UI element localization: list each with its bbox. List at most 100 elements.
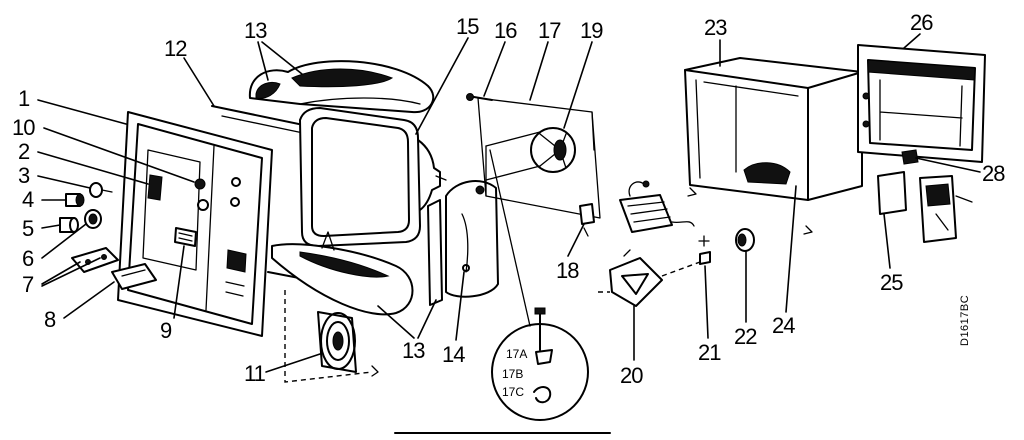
bezel-grille — [226, 249, 247, 273]
part-18-bracket — [579, 203, 595, 225]
control-tab — [623, 249, 631, 257]
back-panel-ribs — [879, 79, 963, 147]
control-body — [609, 257, 663, 307]
part-22-knob-center — [737, 233, 747, 247]
leader-3 — [37, 175, 91, 189]
callout-17: 17 — [538, 18, 561, 43]
control-mount-dashed — [598, 261, 701, 293]
small-screw-mark — [698, 235, 710, 247]
bracket-mount — [475, 185, 485, 195]
speaker-mount-dashed — [284, 290, 373, 383]
callout-labels: 1 10 2 3 4 5 6 7 8 9 12 13 15 16 17 19 1… — [12, 10, 1006, 399]
parts-25-28 — [877, 149, 973, 243]
part-25-leads — [935, 195, 973, 231]
part-8-plate-edge — [121, 269, 146, 277]
part-3-shaft — [101, 189, 113, 193]
part-25-plate — [877, 171, 907, 215]
part-16-rod-end — [466, 93, 474, 101]
callout-19: 19 — [580, 18, 603, 43]
leader-12 — [183, 57, 215, 107]
part-18-screw — [583, 227, 589, 237]
part-13-top-shell — [248, 60, 435, 114]
bottom-shell-outline — [271, 243, 414, 316]
callout-3: 3 — [18, 163, 30, 188]
detail-inset-17 — [491, 307, 589, 421]
cabinet-foot-left — [687, 187, 697, 197]
cabinet-screw — [803, 225, 813, 235]
speaker-cone — [320, 312, 356, 370]
part-1-front-bezel — [117, 111, 273, 337]
bezel-control-hole-2 — [230, 197, 240, 207]
callout-18: 18 — [556, 258, 579, 283]
bracket-board — [445, 180, 499, 298]
bracket-wire — [461, 213, 469, 273]
transformer-terminal — [642, 180, 650, 188]
callout-25: 25 — [880, 270, 903, 295]
callout-7: 7 — [22, 272, 34, 297]
callout-5: 5 — [22, 216, 34, 241]
part-19-yoke-core — [553, 139, 567, 161]
leader-5 — [41, 224, 61, 229]
leader-16 — [483, 41, 506, 97]
top-shell-edge — [299, 97, 421, 105]
bezel-knob-lower — [197, 199, 209, 211]
part-3-knob — [89, 182, 103, 198]
callout-2: 2 — [18, 139, 30, 164]
transformer-wire — [628, 181, 645, 197]
tube-screen — [311, 117, 410, 237]
bezel-control-divider — [205, 145, 215, 311]
speaker-dust-cap — [332, 331, 344, 351]
callout-9: 9 — [160, 318, 172, 343]
callout-26: 26 — [910, 10, 933, 35]
part-21-screw — [699, 251, 711, 265]
part-17b-clip — [535, 349, 553, 365]
part-15-picture-tube — [299, 107, 447, 247]
tube-neck — [417, 139, 441, 211]
bottom-shell-lug — [321, 231, 335, 251]
leader-8 — [63, 281, 115, 319]
leader-17 — [529, 41, 549, 101]
leader-24 — [785, 185, 797, 313]
part-9-switch-slots — [178, 232, 193, 242]
callout-23: 23 — [704, 15, 727, 40]
leader-7 — [41, 257, 101, 287]
callout-17a: 17A — [506, 347, 527, 361]
transformer-windings — [627, 201, 671, 223]
part-28-clip — [901, 149, 919, 165]
callout-14: 14 — [442, 342, 465, 367]
back-panel-shade — [867, 59, 976, 81]
leader-28 — [915, 157, 981, 173]
speaker-cone-inner — [326, 321, 350, 361]
leader-1 — [37, 99, 127, 125]
part-24-component — [743, 162, 791, 185]
bracket-strip — [427, 199, 443, 306]
speaker-screw — [371, 365, 379, 377]
callout-28: 28 — [982, 161, 1005, 186]
part-9-switch — [174, 227, 197, 247]
leader-2 — [37, 151, 149, 185]
leader-11 — [265, 353, 321, 373]
leader-13-bottom — [377, 299, 437, 339]
part-11-speaker — [284, 290, 379, 383]
callout-11: 11 — [244, 361, 266, 386]
part-17c-clip — [533, 386, 552, 404]
callout-1: 1 — [18, 86, 30, 111]
part-25-component-core — [925, 183, 951, 207]
part-6-ring — [84, 209, 102, 229]
callout-20: 20 — [620, 363, 643, 388]
callout-12: 12 — [164, 36, 187, 61]
callout-8: 8 — [44, 307, 56, 332]
top-shell-shading — [291, 68, 394, 88]
callout-4: 4 — [22, 187, 34, 212]
inset-leader — [489, 149, 531, 327]
bezel-outer — [117, 111, 273, 337]
cabinet-top-edge — [807, 71, 863, 89]
callout-17c: 17C — [502, 385, 524, 399]
transformer-body — [619, 194, 673, 233]
bezel-control-hole-1 — [231, 177, 241, 187]
leader-19 — [563, 41, 593, 129]
callout-13-top: 13 — [244, 18, 267, 43]
back-panel-hole-1 — [862, 92, 870, 100]
part-17-chassis — [466, 93, 601, 327]
